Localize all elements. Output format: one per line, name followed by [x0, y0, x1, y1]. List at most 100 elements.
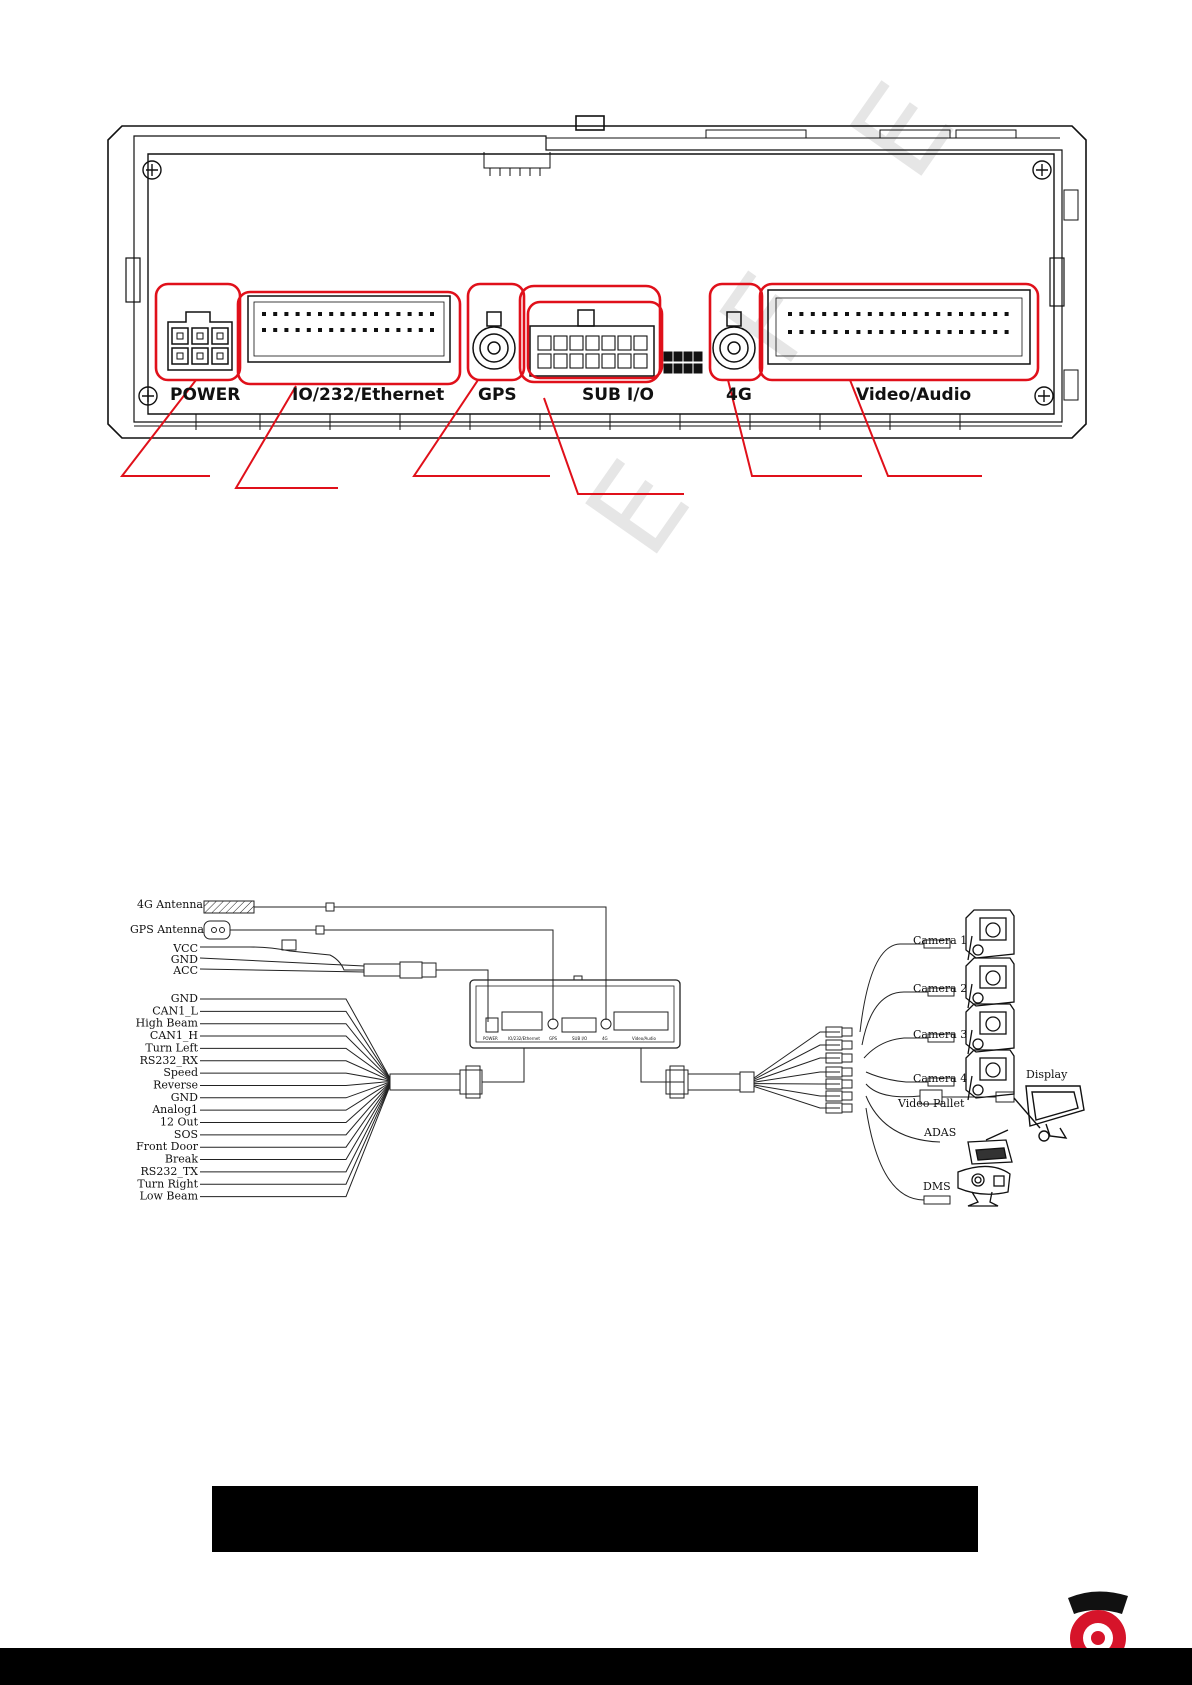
port-highlights — [154, 282, 1040, 386]
video-pin — [845, 330, 849, 334]
sub-io-pin — [601, 353, 616, 369]
video-pin — [890, 312, 895, 316]
video-pin — [890, 330, 895, 334]
power-connector — [167, 311, 233, 371]
io-pin — [396, 312, 401, 316]
io-wire-label: RS232_TX — [141, 1165, 199, 1178]
wiring-diagram — [199, 900, 1015, 1205]
video-wire — [753, 1057, 840, 1082]
io-wire — [200, 1072, 391, 1082]
io-pin — [351, 328, 356, 332]
io-wire — [200, 1083, 391, 1148]
video-pin — [879, 312, 884, 316]
io-pin — [396, 328, 401, 332]
io-pin — [262, 328, 266, 332]
video-pin — [924, 330, 929, 334]
video-pin — [845, 312, 849, 316]
video-pin — [981, 312, 986, 316]
sub-io-pin — [537, 335, 552, 351]
aux-pin — [663, 363, 673, 374]
video-pin — [822, 330, 827, 334]
sub-io-pin — [617, 335, 632, 351]
aux-pin — [683, 363, 693, 374]
label-camera-2: Camera 2 — [913, 982, 967, 995]
video-pin — [788, 312, 792, 316]
rca-plug — [841, 1091, 853, 1101]
video-wire — [753, 1031, 840, 1079]
sub-io-pin — [569, 353, 584, 369]
label-camera-3: Camera 3 — [913, 1028, 967, 1041]
io-wire — [200, 1085, 391, 1185]
video-pin — [833, 330, 838, 334]
io-pin — [273, 312, 278, 316]
label-gps-antenna: GPS Antenna — [130, 923, 204, 936]
rca-plug — [841, 1103, 853, 1113]
camera-icon — [965, 1049, 1015, 1101]
rear-panel-drawing — [107, 115, 1087, 439]
io-pin — [284, 312, 289, 316]
video-pin — [936, 330, 941, 334]
video-pin — [970, 312, 975, 316]
io-pin — [340, 312, 345, 316]
io-pin — [318, 312, 322, 316]
io-pin — [351, 312, 356, 316]
io-wire-label: Analog1 — [151, 1103, 198, 1116]
io-wire — [200, 1082, 391, 1111]
camera-icon — [965, 1003, 1015, 1055]
power-wire-label: ACC — [172, 964, 198, 977]
rca-plug — [841, 1067, 853, 1077]
io-connector — [247, 295, 451, 363]
io-pin — [385, 328, 390, 332]
screw-icons — [138, 160, 1054, 406]
video-wire — [753, 1044, 840, 1080]
io-wire-label: Reverse — [153, 1078, 198, 1091]
mini-label-4g: 4G — [602, 1036, 608, 1041]
video-pin — [856, 312, 861, 316]
video-pin — [856, 330, 861, 334]
video-wire — [753, 1084, 840, 1097]
sub-io-pin — [617, 353, 632, 369]
label-camera-4: Camera 4 — [913, 1072, 967, 1085]
sub-io-pin — [585, 353, 600, 369]
video-pin — [936, 312, 941, 316]
lte-antenna-port — [712, 311, 756, 370]
label-io: IO/232/Ethernet — [292, 385, 444, 405]
leader-lines — [119, 379, 982, 495]
video-pin — [902, 312, 906, 316]
video-pin — [1004, 330, 1009, 334]
video-pin — [959, 330, 963, 334]
io-pin — [407, 328, 412, 332]
io-wire-label: Speed — [163, 1066, 198, 1079]
label-4g: 4G — [726, 385, 752, 405]
video-pin — [788, 330, 792, 334]
io-pin — [418, 328, 423, 332]
io-pin — [262, 312, 266, 316]
label-sub-io: SUB I/O — [582, 385, 654, 405]
io-pin — [329, 312, 334, 316]
label-video-pallet: Video Pallet — [897, 1097, 965, 1110]
io-wire — [200, 1010, 391, 1079]
video-audio-connector — [767, 289, 1031, 365]
io-wire — [200, 1081, 391, 1086]
io-pin — [430, 312, 434, 316]
video-pin — [867, 330, 872, 334]
io-pin — [340, 328, 345, 332]
camera-icon — [965, 909, 1015, 961]
caption-block — [212, 1486, 978, 1552]
io-pin — [329, 328, 334, 332]
adas-camera-icon — [967, 1129, 1013, 1165]
label-dms: DMS — [923, 1180, 951, 1193]
video-pin — [879, 330, 884, 334]
sub-io-pin — [585, 335, 600, 351]
aux-pin — [693, 363, 703, 374]
aux-pin — [673, 363, 683, 374]
label-display: Display — [1026, 1068, 1068, 1081]
io-wire-label: High Beam — [136, 1017, 199, 1030]
io-wire — [200, 1035, 391, 1080]
rca-plug — [841, 1053, 853, 1063]
aux-pin — [673, 351, 683, 362]
video-pin — [913, 330, 918, 334]
io-pin — [407, 312, 412, 316]
video-pin — [924, 312, 929, 316]
